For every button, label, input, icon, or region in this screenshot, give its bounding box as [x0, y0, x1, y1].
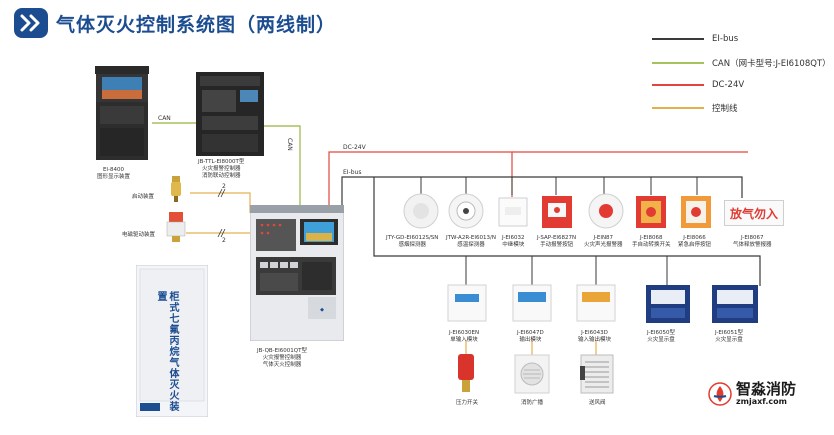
slash-marks	[217, 188, 226, 238]
can-wire-controller	[262, 125, 301, 210]
io-module-icon	[576, 284, 616, 322]
page-header: 气体灭火控制系统图（两线制）	[14, 8, 336, 38]
gas-release-sign-text: 放气勿入	[729, 206, 778, 221]
air-valve-label: 送风阀	[589, 400, 606, 406]
legend-item-control: 控制线	[652, 102, 738, 114]
eibus-wire	[341, 176, 743, 210]
speaker-icon	[514, 354, 550, 394]
heat-detector-icon	[448, 193, 484, 229]
heptafluoropropane-cabinet: 柜式七氟丙烷气体灭火装置	[135, 264, 209, 418]
starter-device-icon	[168, 176, 184, 202]
gas-extinguishing-controller: ◆	[249, 204, 345, 342]
legend-item-can: CAN（网卡型号:J-EI6108QT）	[652, 57, 831, 69]
smoke-detector-icon	[403, 193, 439, 229]
auto-manual-switch-icon	[635, 195, 667, 229]
wire-label-dc24v: DC-24V	[343, 144, 366, 151]
wire-label-count-1: 2	[222, 183, 226, 190]
brand-url: zmjaxf.com	[736, 397, 787, 406]
legend-item-eibus: EI-bus	[652, 34, 738, 44]
strobe-sounder-icon	[588, 193, 624, 229]
legend-item-dc24v: DC-24V	[652, 80, 744, 90]
chevron-badge-icon	[14, 8, 48, 38]
svg-text:◆: ◆	[320, 307, 324, 313]
wire-label-can: CAN	[158, 115, 171, 122]
brand-logo-icon	[708, 382, 732, 406]
eibus-drops	[420, 177, 698, 285]
pressure-valve-label: 压力开关	[456, 400, 479, 406]
pressure-valve-icon	[456, 354, 476, 394]
emergency-stop-icon	[680, 195, 712, 229]
brand-name: 智淼消防	[736, 380, 797, 398]
cabinet-text: 柜式七氟丙烷气体灭火装置	[155, 291, 178, 412]
output-module-icon	[512, 284, 552, 322]
solenoid-label: 电磁驱动装置	[122, 232, 156, 238]
display-panel-b-label: J-EI6051型火灾显示盘	[715, 330, 744, 343]
solenoid-device-icon	[166, 212, 186, 242]
main-alarm-controller	[196, 72, 264, 156]
display-panel-a-label: J-EI6050型火灾显示盘	[647, 330, 676, 343]
speaker-label: 消防广播	[521, 400, 544, 406]
relay-module-icon	[498, 197, 528, 227]
dc24v-wire	[328, 151, 513, 210]
air-valve-icon	[580, 354, 614, 394]
wire-label-eibus: EI-bus	[343, 169, 362, 176]
gas-release-sign: 放气勿入	[724, 200, 784, 226]
gas-controller-label: JB-QB-EI6001QT型火灾报警控制器气体灭火控制器	[257, 348, 307, 368]
wire-label-can-vertical: CAN	[286, 138, 293, 151]
starter-label: 启动装置	[132, 194, 155, 200]
graphic-display-device	[94, 66, 150, 162]
manual-alarm-button-icon	[541, 195, 573, 229]
main-controller-label: JB-TTL-EI8000T型火灾报警控制器消防联动控制器	[198, 159, 245, 179]
input-module-icon	[447, 284, 487, 322]
page-title: 气体灭火控制系统图（两线制）	[56, 13, 337, 36]
brand-watermark: 智淼消防 zmjaxf.com	[708, 381, 796, 407]
fire-display-panel-b	[711, 284, 759, 324]
fire-display-panel-a	[645, 284, 691, 324]
eibus-branch	[373, 177, 761, 286]
wire-label-count-2: 2	[222, 237, 226, 244]
